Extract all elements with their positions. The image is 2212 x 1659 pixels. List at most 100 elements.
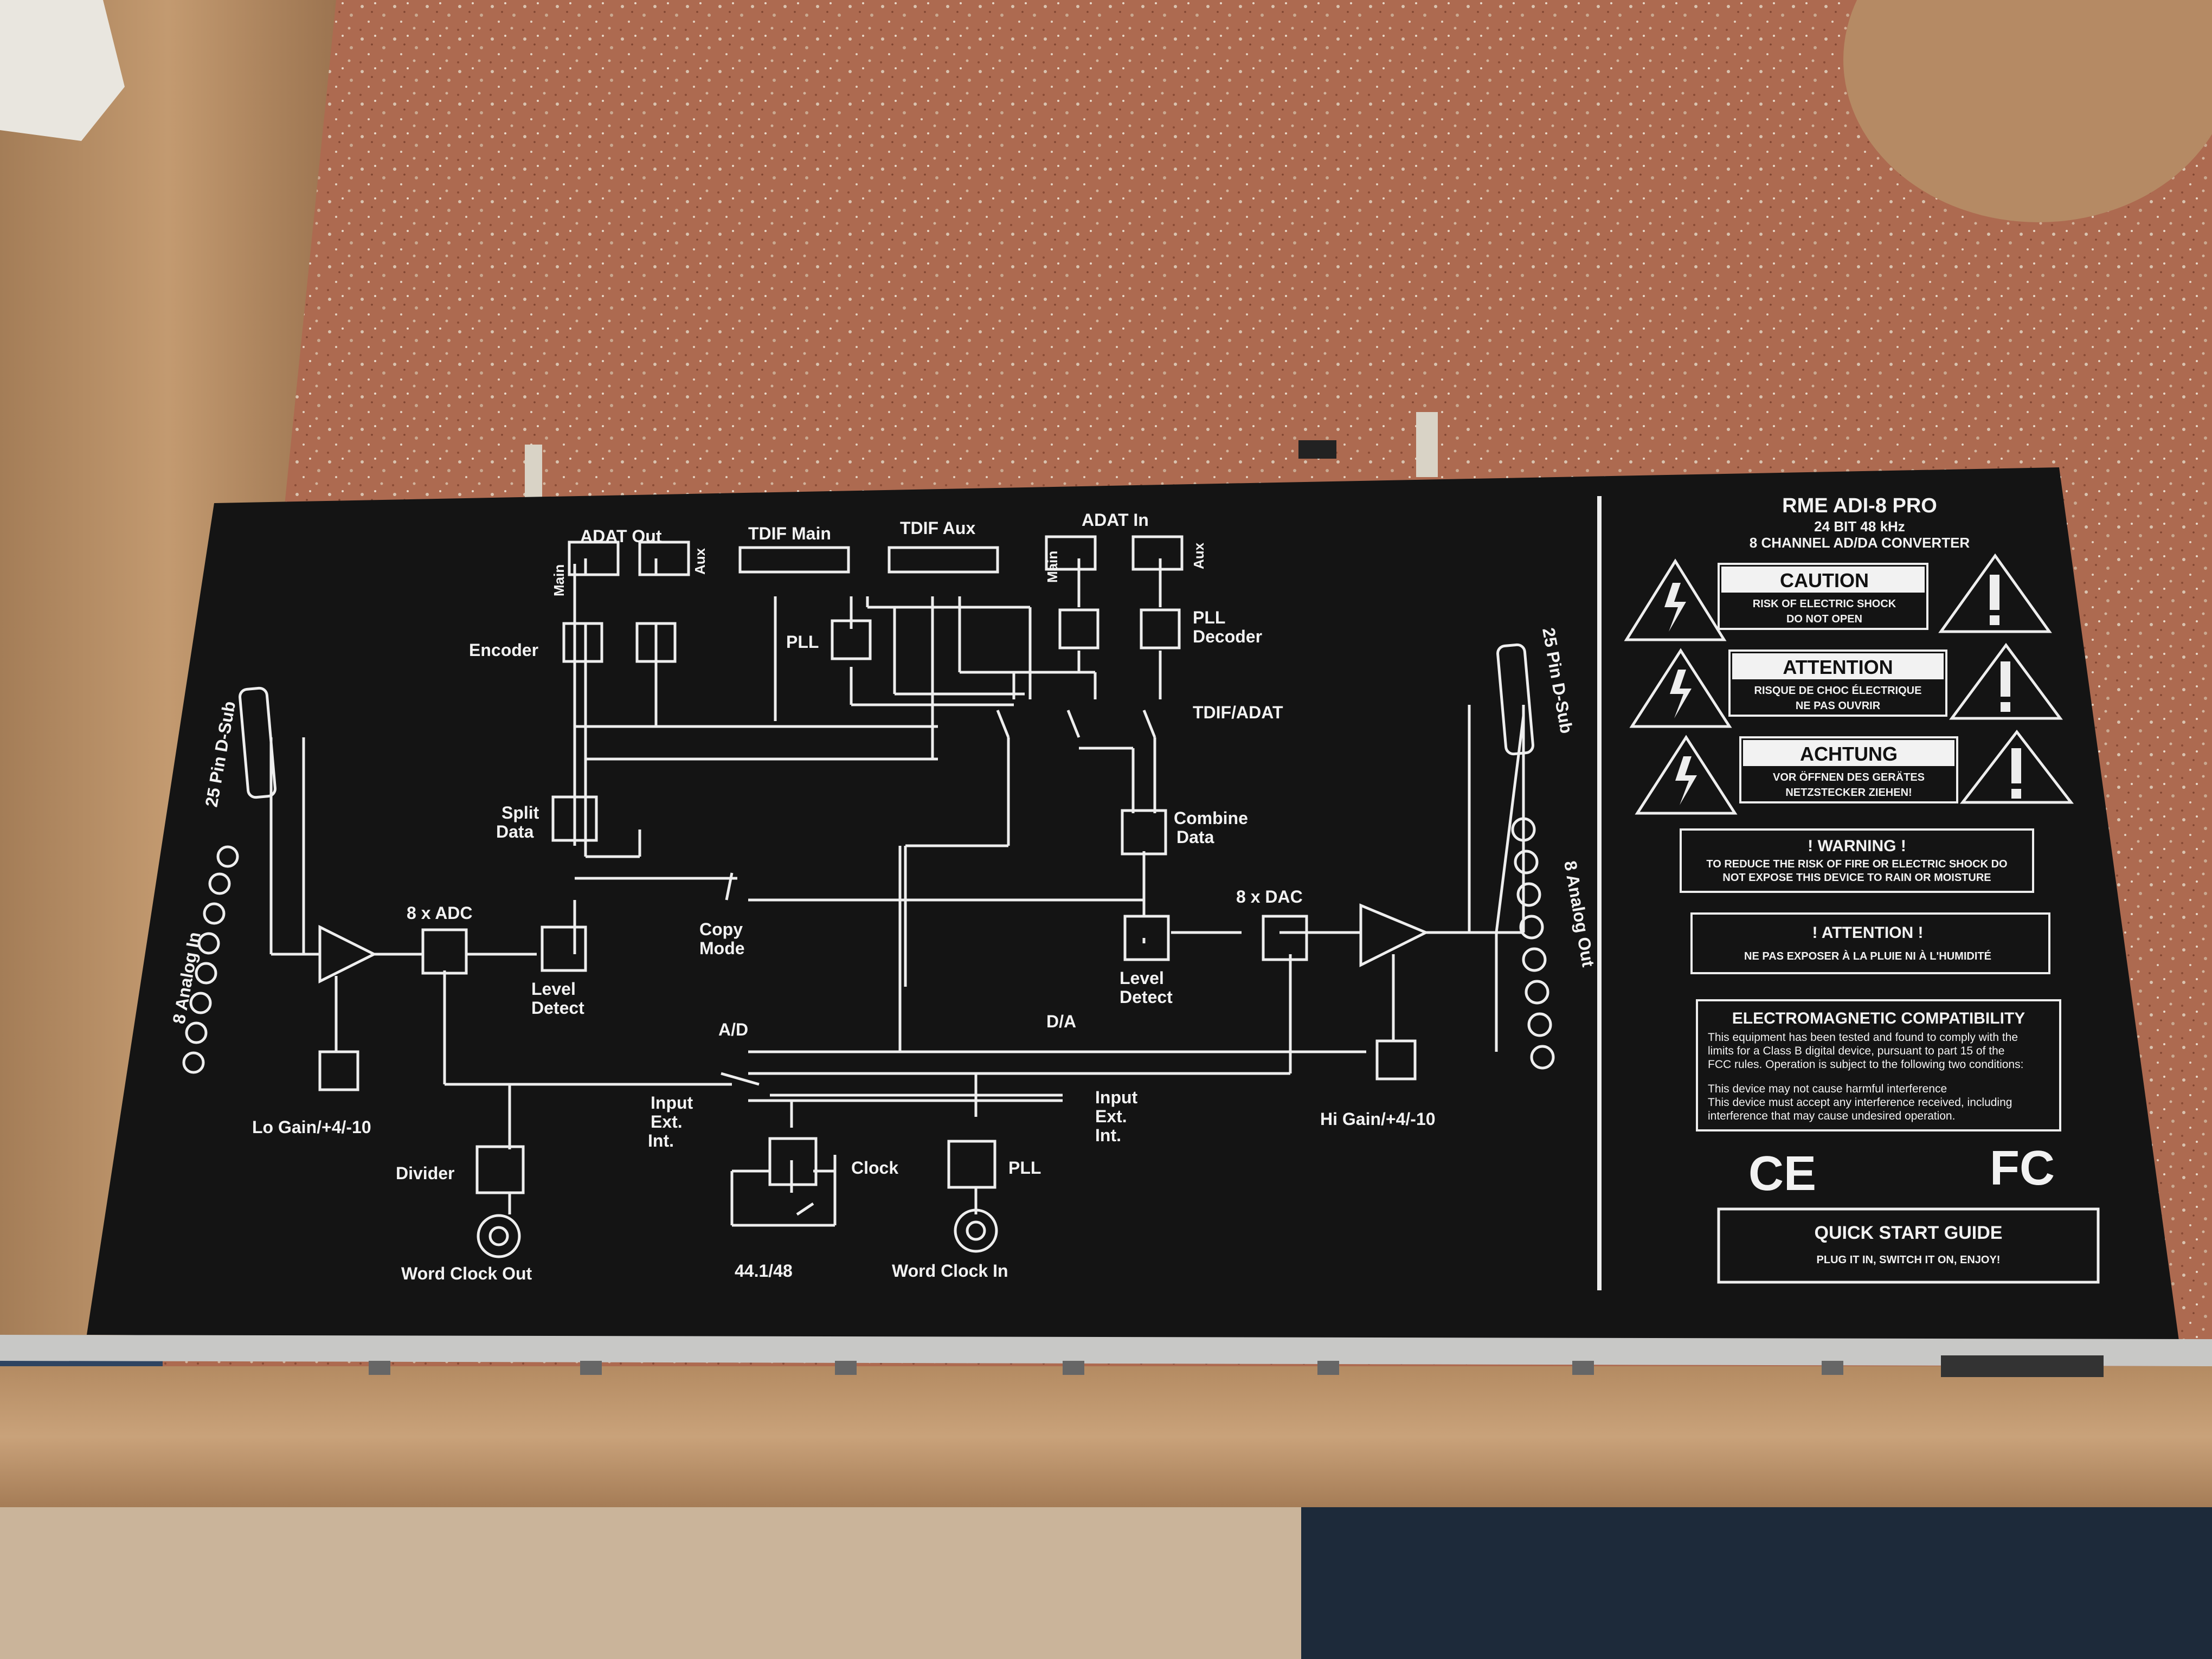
front-knob (835, 1361, 857, 1375)
emc-line-1: This equipment has been tested and found… (1708, 1031, 2018, 1044)
analog-in-jacks (182, 845, 239, 1074)
warning-box: ! WARNING ! TO REDUCE THE RISK OF FIRE O… (1680, 828, 2034, 893)
adat-out-main-label: Main (551, 564, 567, 596)
input-right-label-3: Int. (1095, 1126, 1121, 1145)
attention-line-1: RISQUE DE CHOC ÉLECTRIQUE (1754, 684, 1922, 697)
combine-data-label-1: Combine (1174, 808, 1248, 828)
achtung-box: ACHTUNG VOR ÖFFNEN DES GERÄTES NETZSTECK… (1739, 736, 1958, 803)
lo-gain-label: Lo Gain/+4/-10 (252, 1117, 371, 1137)
emc-line-6: This device must accept any interference… (1708, 1096, 2012, 1109)
lightning-icon (1675, 756, 1697, 805)
front-knob (1941, 1355, 2104, 1377)
output-amplifier (1359, 903, 1430, 968)
adat-in-aux-label: Aux (1191, 542, 1207, 569)
exclamation-warning-icon (1949, 642, 2063, 720)
achtung-title: ACHTUNG (1800, 743, 1898, 765)
tdif-main-label: TDIF Main (748, 524, 831, 543)
split-data-label-2: Data (496, 822, 534, 841)
attention-text-box: ! ATTENTION ! NE PAS EXPOSER À LA PLUIE … (1690, 912, 2050, 974)
front-knob (1572, 1361, 1594, 1375)
decoder-block (1140, 608, 1181, 650)
model-spec: 24 BIT 48 kHz (1814, 518, 1905, 535)
tdif-adat-label: TDIF/ADAT (1193, 703, 1283, 722)
block-diagram-lines (269, 558, 1525, 1227)
quick-start-box: QUICK START GUIDE PLUG IT IN, SWITCH IT … (1717, 1207, 2100, 1284)
fcc-mark: FC (1990, 1141, 2055, 1195)
combine-data-block (1121, 809, 1167, 856)
diagram-blocks (239, 535, 1534, 1258)
word-clock-out-label: Word Clock Out (401, 1264, 532, 1283)
level-detect-block (1123, 915, 1170, 961)
emc-line-5: This device may not cause harmful interf… (1708, 1083, 1947, 1095)
emc-line-2: limits for a Class B digital device, pur… (1708, 1045, 2004, 1057)
caution-title: CAUTION (1780, 569, 1869, 591)
copy-mode-label-1: Copy (699, 919, 743, 939)
decoder-block (1058, 608, 1099, 650)
level-detect-right-label-2: Detect (1120, 987, 1173, 1007)
copy-mode-label-2: Mode (699, 938, 745, 958)
shock-warning-icon (1635, 735, 1738, 815)
adat-out-main-port (568, 541, 620, 576)
adat-in-main-port (1045, 535, 1097, 571)
word-clock-in-bnc (954, 1208, 998, 1253)
shock-warning-icon (1629, 648, 1732, 728)
tdif-aux-port (888, 546, 999, 574)
split-data-block (551, 795, 598, 842)
tdif-main-port (738, 546, 850, 574)
rear-connector (1416, 412, 1438, 477)
level-detect-right-label-1: Level (1120, 968, 1164, 988)
front-knob (1822, 1361, 1843, 1375)
warning-line-1: TO REDUCE THE RISK OF FIRE OR ELECTRIC S… (1706, 858, 2007, 870)
divider-label: Divider (396, 1163, 454, 1183)
pll-decoder-label-2: Decoder (1193, 627, 1262, 646)
level-detect-left-label-1: Level (531, 979, 576, 999)
quick-start-title: QUICK START GUIDE (1815, 1223, 2003, 1243)
hazard-triangles (1624, 553, 2074, 815)
paper-scrap (0, 0, 125, 141)
caution-line-2: DO NOT OPEN (1786, 613, 1862, 625)
lightning-icon (1670, 670, 1692, 718)
exclamation-icon (2011, 748, 2021, 783)
wooden-frame-bottom (0, 1366, 2212, 1507)
front-knob (369, 1361, 390, 1375)
adat-out-aux-label: Aux (692, 548, 708, 575)
rate-label: 44.1/48 (735, 1261, 793, 1281)
warning-title: ! WARNING ! (1808, 837, 1906, 855)
attention-box: ATTENTION RISQUE DE CHOC ÉLECTRIQUE NE P… (1728, 650, 1947, 717)
combine-data-label-2: Data (1176, 827, 1214, 847)
dac-label: 8 x DAC (1236, 887, 1303, 906)
clock-label: Clock (851, 1158, 898, 1178)
adc-block (421, 928, 468, 975)
adc-label: 8 x ADC (407, 903, 473, 923)
tdif-aux-label: TDIF Aux (900, 518, 975, 538)
emc-line-3: FCC rules. Operation is subject to the f… (1708, 1058, 2023, 1071)
ce-mark: CE (1748, 1147, 1816, 1201)
word-clock-in-label: Word Clock In (892, 1261, 1008, 1281)
emc-line-7: interference that may cause undesired op… (1708, 1110, 1955, 1122)
exclamation-warning-icon (1959, 729, 2074, 804)
pll-decoder-label-1: PLL (1193, 608, 1225, 627)
emc-box: ELECTROMAGNETIC COMPATIBILITY This equip… (1696, 999, 2061, 1131)
encoder-label: Encoder (469, 640, 538, 660)
adat-out-label: ADAT Out (580, 526, 662, 546)
dsub-right-port (1496, 643, 1534, 756)
divider-block (475, 1145, 525, 1194)
input-left-label-3: Int. (648, 1131, 674, 1150)
hi-gain-label: Hi Gain/+4/-10 (1320, 1109, 1436, 1129)
exclamation-icon (1990, 575, 1999, 610)
ad-label: A/D (718, 1020, 748, 1039)
input-right-label-2: Ext. (1095, 1107, 1127, 1126)
dac-block (1262, 915, 1308, 961)
brand-block: RME ADI-8 PRO 24 BIT 48 kHz 8 CHANNEL AD… (1750, 494, 1970, 551)
lightning-icon (1664, 583, 1686, 632)
pll-clock-block (947, 1140, 996, 1189)
emc-title: ELECTROMAGNETIC COMPATIBILITY (1732, 1009, 2025, 1027)
word-clock-out-bnc (477, 1214, 521, 1258)
quick-start-line: PLUG IT IN, SWITCH IT ON, ENJOY! (1817, 1254, 2001, 1266)
split-data-label-1: Split (501, 803, 539, 822)
clock-block (768, 1137, 818, 1186)
adat-in-aux-port (1131, 535, 1184, 571)
dsub-left-port (239, 686, 276, 799)
shock-warning-icon (1624, 558, 1727, 641)
level-detect-left-label-2: Detect (531, 998, 584, 1018)
